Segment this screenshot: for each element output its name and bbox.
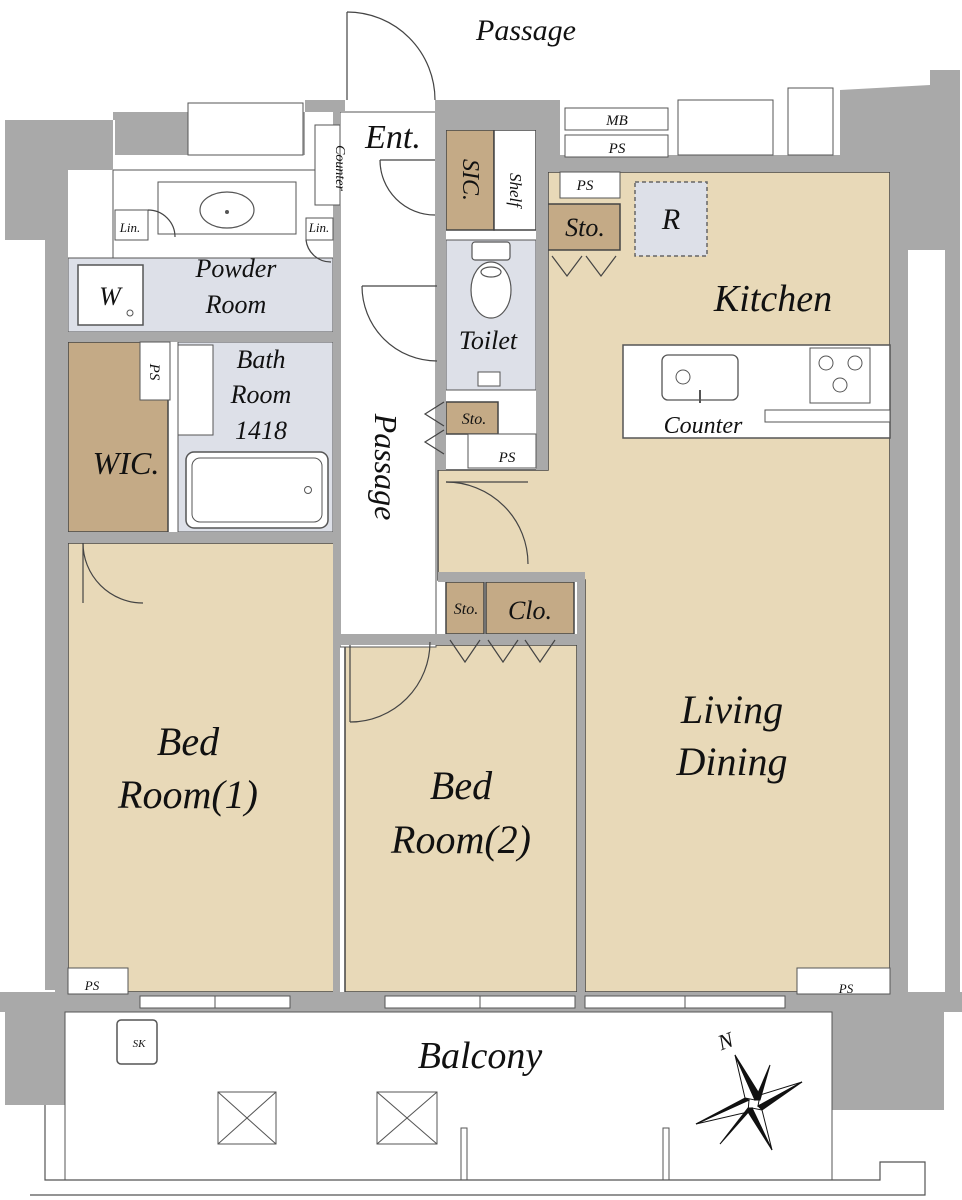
washer-label: W — [99, 282, 123, 311]
clo-label: Clo. — [508, 596, 552, 625]
kitchen-label: Kitchen — [713, 278, 832, 320]
bed-room-2-label-1: Bed — [430, 763, 493, 808]
bed-room-1-label-1: Bed — [157, 719, 220, 764]
stove — [809, 347, 871, 404]
ps-wic-label: PS — [146, 363, 162, 381]
bath-bench — [177, 344, 214, 436]
wall-toilet-right — [536, 130, 548, 470]
entrance-label: Ent. — [364, 119, 421, 156]
counter-vertical-box — [314, 124, 341, 206]
bath-room-label-2: Room — [230, 380, 292, 409]
wall-top-right — [435, 100, 905, 248]
balcony-label: Balcony — [418, 1035, 543, 1077]
vent-1 — [217, 1091, 277, 1145]
refrigerator-label: R — [661, 203, 680, 236]
wic-label: WIC. — [93, 445, 160, 481]
counter-label: Counter — [664, 413, 743, 439]
wall-sto-top — [438, 572, 585, 582]
ps-toilet-label: PS — [498, 450, 516, 466]
clo-bedroom2 — [485, 581, 575, 635]
balcony-floor — [64, 1011, 833, 1181]
balcony-outline — [30, 1105, 926, 1196]
wall-mid-h — [68, 332, 340, 342]
ps-living-box — [796, 967, 891, 995]
lin-label-right: Lin. — [308, 220, 330, 235]
ps-living-label: PS — [838, 981, 854, 996]
ps-under-mb — [559, 171, 621, 199]
sto-kitchen — [547, 203, 621, 251]
powder-room-label-1: Powder — [195, 254, 278, 283]
sic-floor — [445, 129, 495, 231]
passage-floor — [339, 111, 437, 648]
ps-label-under-mb: PS — [576, 178, 594, 194]
wall-passage-left — [333, 112, 340, 992]
bed-room-2-label-2: Room(2) — [390, 817, 531, 862]
counter-vertical-label: Counter — [332, 145, 347, 191]
lin-label-left: Lin. — [119, 220, 141, 235]
ps-label-top: PS — [608, 141, 626, 157]
toilet-fixture — [470, 241, 512, 319]
wall-bed2-right — [577, 580, 585, 992]
wall-left — [55, 240, 68, 994]
living-label: Living — [680, 687, 783, 732]
sic-label: SIC. — [457, 159, 483, 201]
powder-room-label-2: Room — [205, 290, 267, 319]
shelf-label: Shelf — [506, 173, 525, 209]
windows-bottom — [139, 995, 786, 1009]
ps-wic-box — [139, 341, 171, 401]
bed-room-2-floor — [344, 644, 578, 993]
kitchen-counter-ledge — [764, 409, 891, 423]
sk-label: SK — [133, 1038, 147, 1050]
wall-mid-h2 — [68, 532, 340, 543]
wall-right — [890, 172, 908, 994]
bath-room-label-1: Bath — [236, 345, 285, 374]
wall-top-left — [5, 100, 345, 990]
passage-vertical-label: Passage — [368, 413, 404, 521]
ps-bed1-label: PS — [84, 978, 100, 993]
compass-icon — [695, 1054, 803, 1151]
mb-label: MB — [605, 113, 628, 129]
sto-kitchen-label: Sto. — [565, 213, 605, 242]
ps-toilet-box — [467, 433, 537, 469]
bath-tub — [185, 451, 329, 529]
toilet-label: Toilet — [459, 326, 518, 355]
bath-room-label-3: 1418 — [235, 416, 287, 445]
vent-2 — [376, 1091, 438, 1145]
ps-bed1-box — [67, 967, 129, 995]
column-right-top — [840, 70, 960, 1000]
refrigerator-box — [634, 181, 708, 257]
toilet-sink — [477, 371, 501, 387]
passage-top-label: Passage — [475, 14, 576, 47]
dining-label: Dining — [675, 739, 787, 784]
wall-bed2-top — [340, 634, 580, 645]
bed-room-1-label-2: Room(1) — [117, 772, 258, 817]
column-bottom-left — [5, 995, 65, 1105]
door-arcs — [82, 11, 617, 723]
column-bottom-right — [832, 995, 944, 1110]
sk-box — [116, 1019, 158, 1065]
top-exterior-boxes — [187, 87, 834, 158]
bed-room-1-floor — [67, 542, 336, 993]
sto-toilet-label: Sto. — [462, 411, 486, 428]
window-mullions — [214, 996, 686, 1008]
lin-box-right — [305, 217, 334, 241]
balcony-posts — [460, 1127, 670, 1181]
wall-passage-right — [436, 130, 446, 470]
lin-box-left — [114, 209, 149, 241]
sto-bedroom2-label: Sto. — [454, 601, 478, 618]
